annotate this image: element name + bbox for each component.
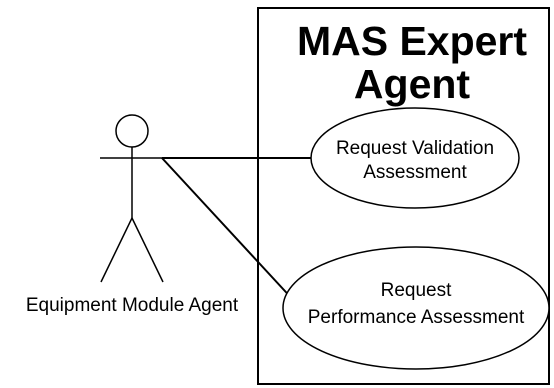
use-case-label-line1: Request: [381, 280, 452, 301]
use-case-label-line1: Request Validation: [336, 138, 494, 159]
use-case-label-line2: Performance Assessment: [308, 307, 525, 328]
system-title-line1: MAS Expert: [297, 18, 527, 64]
use-case-request-validation: Request Validation Assessment: [310, 107, 520, 209]
actor-left-leg: [100, 217, 133, 283]
use-case-request-performance: Request Performance Assessment: [282, 246, 550, 370]
system-title-line2: Agent: [354, 61, 471, 107]
use-case-ellipse: [310, 107, 520, 209]
use-case-ellipse: [282, 246, 550, 370]
use-case-label-line2: Assessment: [363, 162, 467, 183]
actor-name: Equipment Module Agent: [26, 295, 239, 316]
actor-head: [115, 114, 149, 148]
actor-right-leg: [131, 217, 164, 283]
association-performance: [161, 157, 297, 304]
actor-figure: [100, 114, 164, 283]
